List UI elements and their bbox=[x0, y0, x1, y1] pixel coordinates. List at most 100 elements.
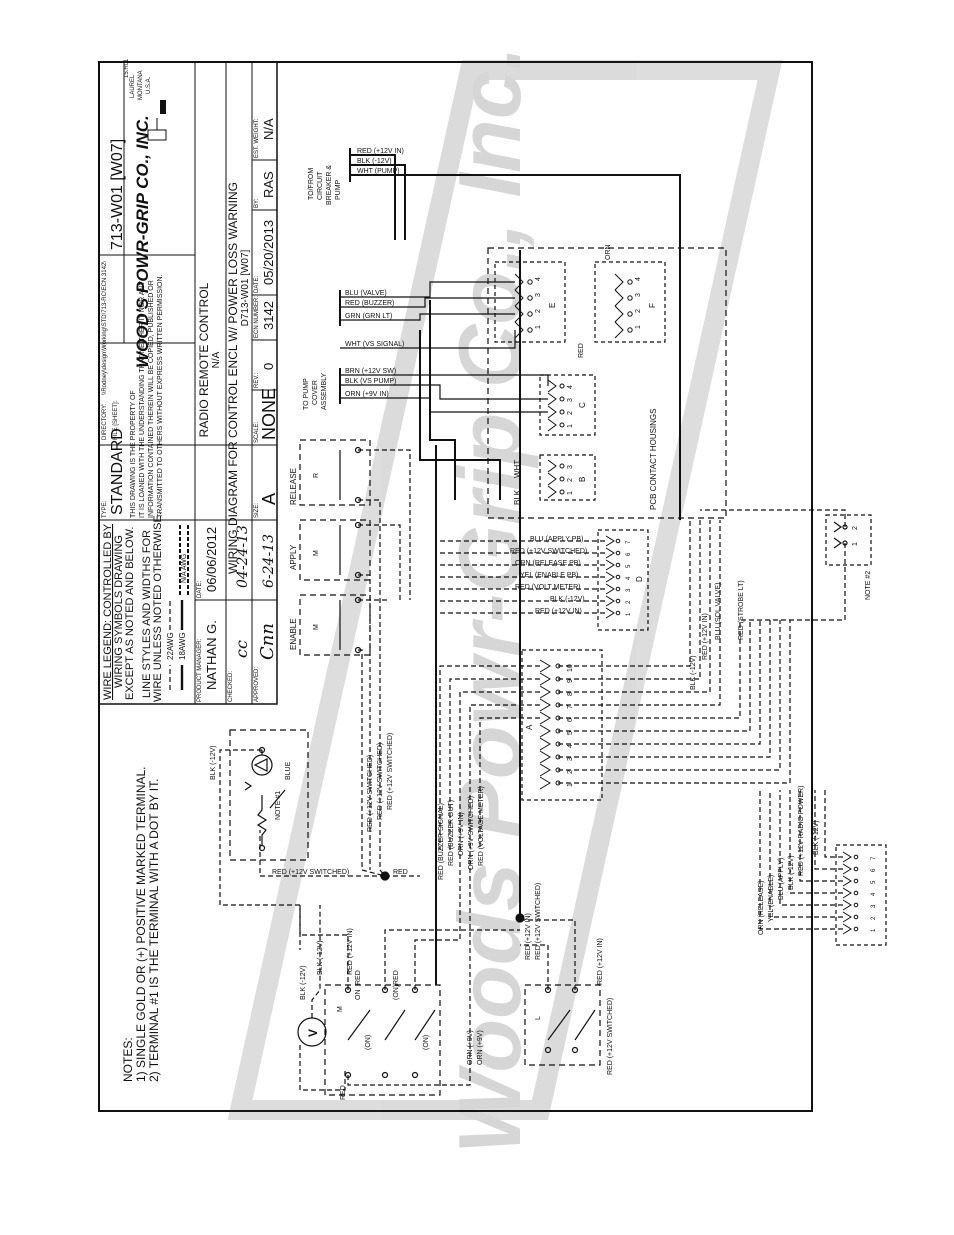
switch-m-label: M bbox=[337, 1006, 344, 1012]
scale-value: NONE bbox=[259, 388, 279, 440]
connector-e: 1 2 3 4 E bbox=[494, 261, 566, 343]
blk-12v-vm-1: BLK (-12V) bbox=[300, 965, 307, 1000]
wire-c-2: BLK (VS PUMP) bbox=[345, 378, 396, 385]
size-label: SIZE: bbox=[254, 503, 260, 518]
wire-a-left-5: RED (VOLTAGE METER) bbox=[478, 786, 485, 866]
to-from-2: CIRCUIT bbox=[317, 171, 324, 200]
wire-l-2: RED (+12V SWITCHED) bbox=[607, 998, 614, 1075]
wire-c-1: BRN (+12V SW) bbox=[345, 368, 396, 375]
enable-m: M bbox=[313, 624, 320, 630]
conn-d-label: D bbox=[635, 576, 644, 582]
pcb-housing-enclosure bbox=[487, 247, 727, 519]
awg-18: 18AWG bbox=[178, 632, 187, 660]
conn-b-pin-3: 3 bbox=[567, 465, 574, 469]
date2-label: DATE: bbox=[254, 275, 260, 293]
conn-b-label: B bbox=[578, 477, 587, 482]
legend-line-3: EXCEPT AS NOTED AND BELOW. bbox=[124, 527, 136, 700]
wire-m-orn-1: ORN (+9V) bbox=[467, 1030, 474, 1065]
release-label: RELEASE bbox=[289, 468, 298, 505]
wiring-diagram: PCB CONTACT HOUSINGS 1 2 3 4 E 1 2 3 4 bbox=[210, 148, 887, 1100]
connector-c: 1 2 3 4 C bbox=[539, 374, 596, 436]
orn-f-label: ORN bbox=[605, 244, 612, 260]
size-value: A bbox=[259, 493, 279, 505]
property-line-1: THIS DRAWING IS THE PROPERTY OF bbox=[130, 390, 137, 518]
wire-d-7: RED (+12V IN) bbox=[535, 608, 582, 615]
description-2: N/A bbox=[211, 351, 222, 368]
conn-a-pin-7: 7 bbox=[567, 705, 574, 709]
legend-line-1: WIRE LEGEND: CONTROLLED BY bbox=[102, 523, 114, 700]
date2-value: 05/20/2013 bbox=[261, 220, 276, 285]
conn-f-pin-4: 4 bbox=[635, 277, 642, 281]
to-from-1: TO/FROM bbox=[308, 168, 315, 200]
wire-m-red-in: RED (+12V IN) bbox=[347, 928, 354, 975]
wires-a-right bbox=[558, 520, 791, 784]
rev-label: REV.: bbox=[254, 373, 260, 388]
switch-m-on-2: (ON) bbox=[365, 1035, 372, 1050]
type-label: TYPE: bbox=[102, 500, 108, 518]
wire-a-right-3: BLU (SOL VALVE) bbox=[715, 583, 722, 640]
connector-b: 1 2 3 B bbox=[539, 454, 596, 501]
notes-heading: NOTES: bbox=[121, 1037, 135, 1082]
wire-l-1: RED (+12V IN) bbox=[597, 938, 604, 985]
note2-pin-1: 1 bbox=[852, 542, 859, 546]
file-value: 713-W01 [W07] bbox=[109, 139, 126, 250]
conn-d-pin-4: 4 bbox=[626, 576, 632, 580]
pm-value: NATHAN G. bbox=[204, 620, 219, 690]
switch-m-red-2: RED bbox=[393, 970, 400, 985]
red-label-junction: RED bbox=[393, 869, 408, 876]
conn-d-pin-2: 2 bbox=[626, 600, 632, 604]
conn-a-pin-1: 1 bbox=[567, 783, 574, 787]
wires-e bbox=[339, 281, 515, 326]
blk-label: BLK bbox=[513, 489, 522, 505]
conn-e-pin-1: 1 bbox=[535, 325, 542, 329]
wire-a-left-4: ORN (+9V SWITCHED) bbox=[468, 796, 475, 870]
wire-vs-signal bbox=[340, 330, 516, 349]
switch-l-label: L bbox=[535, 1016, 542, 1020]
directory-value: \\Rodney\design\Working\STD\713-RC\ECN 3… bbox=[102, 261, 108, 395]
property-line-3: INFORMATION CONTAINED THEREIN WILL BE CO… bbox=[148, 280, 155, 518]
red-12v-in-label: RED (+12V IN) bbox=[525, 913, 532, 960]
wire-radio-3: BLU (APPLY) bbox=[778, 858, 785, 900]
conn-d-pin-5: 5 bbox=[626, 564, 632, 568]
wire-radio-6: BLK (-12V) bbox=[813, 820, 820, 855]
red-12v-switched-label: RED (+12V SWITCHED) bbox=[272, 869, 349, 876]
note-1: 1) SINGLE GOLD OR (+) POSITIVE MARKED TE… bbox=[134, 766, 148, 1082]
conn-b-pin-1: 1 bbox=[567, 491, 574, 495]
switch-m-red-1: RED bbox=[355, 970, 362, 985]
awg-legend: 22AWG 18AWG N/A AWG bbox=[166, 525, 189, 690]
conn-a-pin-3: 3 bbox=[567, 757, 574, 761]
location-3: U.S.A. bbox=[146, 76, 152, 94]
radio-pin-6: 6 bbox=[871, 868, 877, 872]
wire-d-1: BLU (APPLY PB) bbox=[530, 536, 583, 543]
to-pump-1: TO PUMP bbox=[303, 378, 310, 410]
corner-mark: 15.R01 bbox=[124, 58, 130, 78]
note2-pin-2: 2 bbox=[852, 526, 859, 530]
conn-d-pin-3: 3 bbox=[626, 588, 632, 592]
conn-c-pin-4: 4 bbox=[567, 385, 574, 389]
directory-label: DIRECTORY: bbox=[102, 403, 108, 440]
conn-c-pin-2: 2 bbox=[567, 411, 574, 415]
weight-value: N/A bbox=[261, 118, 276, 140]
conn-e-pin-3: 3 bbox=[535, 293, 542, 297]
description-4: D713-W01 [W07] bbox=[240, 249, 251, 326]
radio-pin-3: 3 bbox=[871, 904, 877, 908]
wire-a-left-1: RED (BUZZER SIGNAL) bbox=[438, 803, 445, 880]
radio-pin-5: 5 bbox=[871, 880, 877, 884]
conn-f-label: F bbox=[648, 303, 657, 308]
note1-label: NOTE #1 bbox=[275, 791, 282, 820]
checked-signature: cc bbox=[232, 640, 251, 658]
description-3: WIRING DIAGRAM FOR CONTROL ENCL W/ POWER… bbox=[226, 182, 240, 574]
company-watermark: Woods Powr-Grip Co., Inc. bbox=[227, 46, 783, 1154]
wire-e-3: GRN (GRN LT) bbox=[345, 313, 392, 320]
wires-top-bundle bbox=[349, 148, 681, 520]
watermark-text: Woods Powr-Grip Co., Inc. bbox=[440, 46, 539, 1154]
wire-a-right-1: BLK (-12V) bbox=[690, 655, 697, 690]
switch-block-l bbox=[524, 984, 601, 1066]
approved-label: APPROVED: bbox=[254, 667, 260, 702]
wire-radio-5: RED (+12V RADIO POWER) bbox=[798, 786, 805, 876]
wire-d-3: ORN (RELEASE PB) bbox=[515, 560, 581, 567]
conn-b-pin-2: 2 bbox=[567, 478, 574, 482]
note-2: 2) TERMINAL #1 IS THE TERMINAL WITH A DO… bbox=[147, 779, 161, 1082]
approved-signature: Cnn bbox=[257, 623, 278, 660]
notes: NOTES: 1) SINGLE GOLD OR (+) POSITIVE MA… bbox=[121, 766, 161, 1082]
